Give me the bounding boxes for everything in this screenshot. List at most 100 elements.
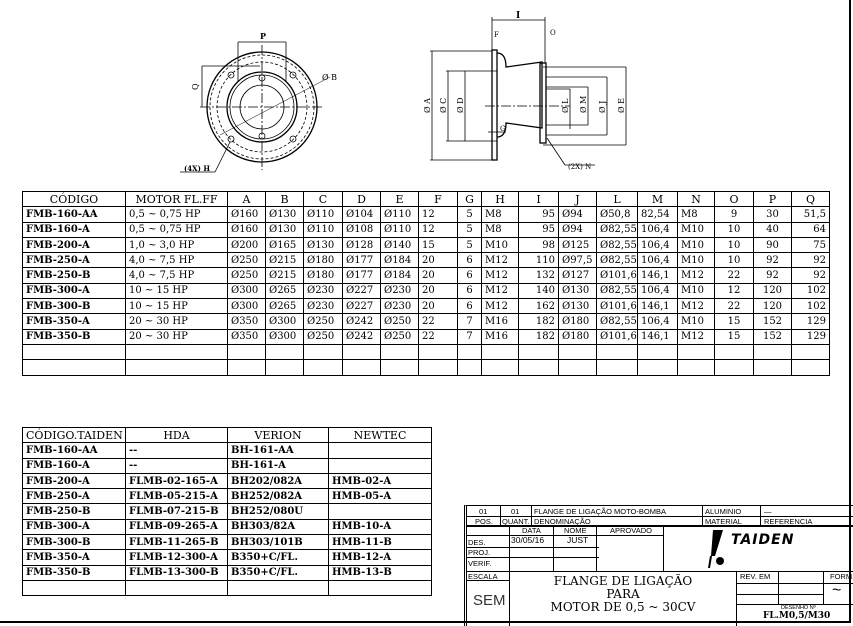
table-cell: Ø82,55 [596,252,638,269]
table-cell: 140 [518,282,559,300]
table-cell [303,343,343,361]
column-header: H [481,190,519,208]
table-cell: Ø230 [380,298,419,315]
table-cell: 152 [753,328,792,345]
column-header: CÓDIGO.TAIDEN [22,426,126,444]
table-cell: Ø104 [342,206,381,223]
table-cell: FLMB-13-300-B [125,564,228,581]
table-cell: 10 ~ 15 HP [125,282,228,300]
table-cell: Ø128 [342,236,381,254]
table-cell: Ø242 [342,328,381,345]
table-cell: 10 [714,252,754,269]
table-cell: 20 [418,267,458,284]
table-cell: 92 [753,252,792,269]
table-cell: Ø130 [558,298,597,315]
table-cell [265,359,304,376]
table-cell: 182 [518,313,559,330]
table-cell [380,343,419,361]
aprovado-label: APROVADO [610,526,652,535]
table-cell [457,343,482,361]
table-cell: 7 [457,313,482,330]
table-cell [714,343,754,361]
table-cell: 95 [518,221,559,238]
table-cell [791,359,830,376]
table-cell: FMB-200-A [22,472,126,490]
quant-value: 01 [511,507,520,516]
table-cell: BH-161-A [227,457,329,474]
quant-label: QUANT. [502,517,530,526]
table-cell: 20 ~ 30 HP [125,328,228,345]
dim-label-b: Ø B [322,73,337,82]
table-cell: HMB-12-A [328,549,432,566]
table-cell: Ø250 [227,267,266,284]
table-cell: Ø227 [342,282,381,300]
dim-label-m: Ø M [579,96,588,113]
title-line-1: FLANGE DE LIGAÇÃO [553,574,693,588]
table-cell [637,359,678,376]
table-cell: HMB-02-A [328,472,432,490]
table-cell: Ø180 [558,313,597,330]
table-cell: FMB-250-A [22,252,126,269]
empty-row [22,579,432,597]
table-cell: FLMB-12-300-A [125,549,228,566]
table-cell: 22 [714,298,754,315]
table-cell: Ø184 [380,267,419,284]
table-cell: Ø94 [558,221,597,238]
table-cell [753,359,792,376]
table-cell: 22 [714,267,754,284]
table-cell: Ø242 [342,313,381,330]
column-header: O [714,190,754,208]
table-cell [125,359,228,376]
table-cell [518,359,559,376]
table-cell: Ø265 [265,298,304,315]
table-cell [418,359,458,376]
table-cell: Ø265 [265,282,304,300]
table-cell: FMB-250-B [22,267,126,284]
column-header: I [518,190,559,208]
denominacao-value: FLANGE DE LIGAÇÃO MOTO-BOMBA [534,507,666,516]
material-value: ALUMINIO [705,507,742,516]
table-row: FMB-160-A--BH-161-A [22,457,432,474]
table-cell: 82,54 [637,206,678,223]
column-header: P [753,190,792,208]
table-cell: 7 [457,328,482,345]
table-cell [303,359,343,376]
dim-label-i: I [516,11,520,21]
form-value: ~ [832,582,842,599]
table-cell: 129 [791,328,830,345]
table-cell: HMB-05-A [328,488,432,505]
table-cell: 64 [791,221,830,238]
table-cell: Ø82,55 [596,282,638,300]
table-cell: Ø180 [558,328,597,345]
table-cell: FMB-300-A [22,518,126,536]
table-cell: Ø184 [380,252,419,269]
table-cell: 95 [518,206,559,223]
column-header: A [227,190,266,208]
rev-label: REV. [740,572,757,581]
table-cell: 1,0 ~ 3,0 HP [125,236,228,254]
dim-label-e: Ø E [617,98,626,113]
table-cell: 182 [518,328,559,345]
table-cell: Ø82,55 [596,236,638,254]
table-cell: Ø250 [380,328,419,345]
table-cell: Ø82,55 [596,221,638,238]
table-cell: M12 [481,298,519,315]
table-cell: 102 [791,298,830,315]
table-cell [481,359,519,376]
table-cell [677,343,715,361]
escala-label: ESCALA [468,572,498,581]
table-cell [342,359,381,376]
table-cell: 92 [753,267,792,284]
dim-label-o: O [550,29,556,37]
table-cell [596,343,638,361]
desenho-number: FL.M0,5/M30 [763,611,831,621]
